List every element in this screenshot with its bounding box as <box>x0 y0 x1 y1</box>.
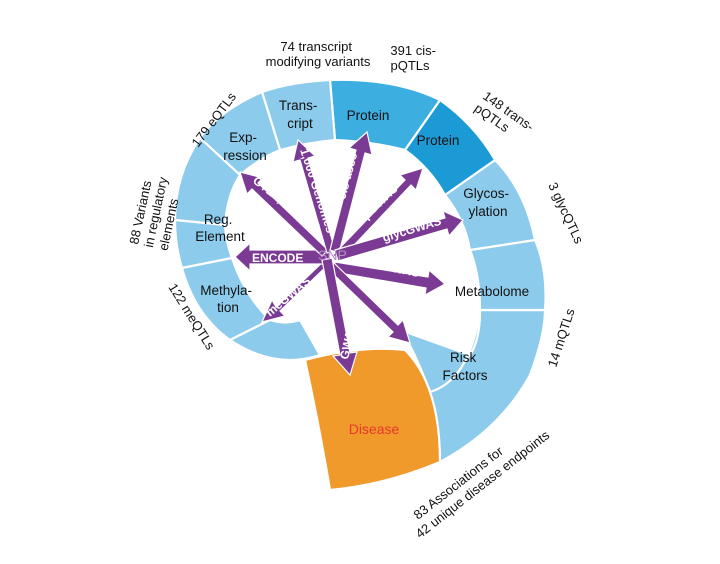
annot-transcript-variants: 74 transcript modifying variants <box>266 39 371 69</box>
label-expression: Exp- ression <box>223 130 267 163</box>
segment-inner-curl <box>227 318 322 362</box>
segment-disease <box>303 347 442 492</box>
arrow-genomes <box>292 138 336 254</box>
arrow-gwas-down <box>321 257 358 377</box>
label-protein-trans: Protein <box>417 133 460 148</box>
annot-cis-pqtls: 391 cis- pQTLs <box>390 43 439 73</box>
label-disease: Disease <box>349 421 400 437</box>
segment-metabolome <box>468 238 547 312</box>
arrow-glycgwas <box>334 209 464 262</box>
label-methylation: Methyla- tion <box>200 283 256 315</box>
label-glycosylation: Glycos- ylation <box>463 186 513 219</box>
arrow-gwas-right <box>326 261 411 344</box>
arrow-cis-asso <box>329 130 373 254</box>
center-label-snp: SNP <box>318 247 347 263</box>
label-metabolome: Metabolome <box>455 284 529 299</box>
label-reg-element: Reg. Element <box>195 212 245 244</box>
label-protein-cis: Protein <box>347 108 390 123</box>
arrow-label-encode: ENCODE <box>252 251 303 265</box>
label-transcript: Trans- cript <box>279 98 321 131</box>
arrow-gtex <box>239 171 329 257</box>
arrow-mgwas <box>332 261 447 297</box>
label-risk-factors: Risk Factors <box>442 350 487 383</box>
arrow-encode <box>234 241 331 273</box>
arrow-label-glycgwas: glycGWAS <box>381 214 443 245</box>
annot-glycqtls: 3 glycQTLs <box>545 180 587 246</box>
annot-mqtls: 14 mQTLs <box>545 306 578 369</box>
segment-risk-factors <box>399 309 482 394</box>
